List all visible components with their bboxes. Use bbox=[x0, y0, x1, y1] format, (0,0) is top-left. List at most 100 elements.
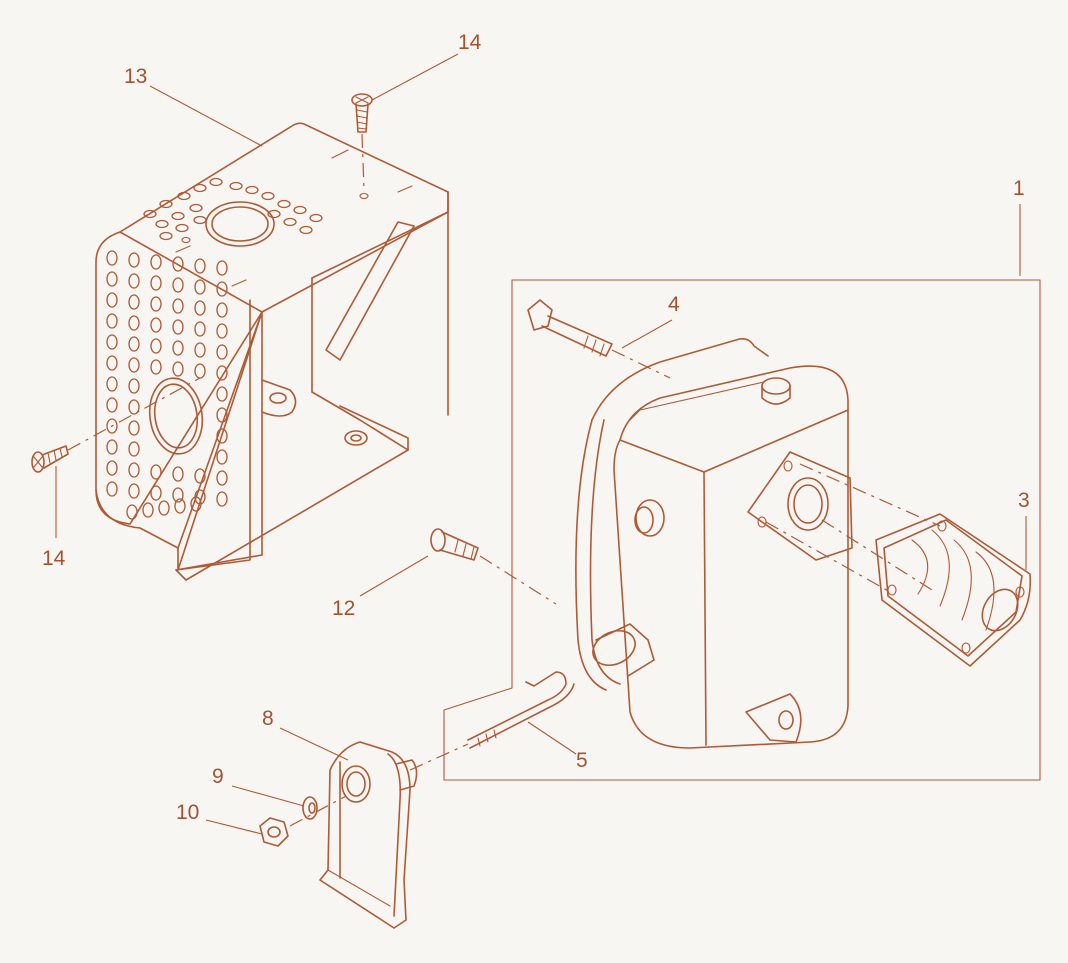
screw-part-14-top bbox=[351, 93, 373, 191]
perforation-hole bbox=[158, 500, 170, 516]
callout-14-left: 14 bbox=[42, 547, 66, 570]
perforation-hole bbox=[106, 250, 118, 266]
perforation-hole bbox=[175, 223, 189, 233]
perforation-hole bbox=[172, 256, 184, 272]
perforation-hole bbox=[194, 468, 206, 484]
bracket-part-8 bbox=[319, 741, 418, 929]
perforation-hole bbox=[106, 439, 118, 455]
muffler-body bbox=[575, 338, 853, 749]
perforation-hole bbox=[128, 378, 140, 394]
perforation-hole bbox=[216, 281, 228, 297]
perforation-hole bbox=[171, 211, 185, 221]
perforation-hole bbox=[216, 365, 228, 381]
callout-4: 4 bbox=[668, 293, 680, 316]
perforation-hole bbox=[150, 485, 162, 501]
perforation-hole bbox=[216, 302, 228, 318]
perforation-hole bbox=[193, 183, 207, 193]
perforation-hole bbox=[150, 296, 162, 312]
perforation-hole bbox=[194, 363, 206, 379]
perforation-hole bbox=[155, 219, 169, 229]
nut-part-10 bbox=[259, 817, 289, 847]
washer-part-9 bbox=[302, 796, 318, 820]
perforation-hole bbox=[277, 199, 291, 209]
bolt-part-12 bbox=[430, 528, 557, 605]
perforation-hole bbox=[143, 209, 157, 219]
callout-13: 13 bbox=[124, 65, 148, 88]
perforation-hole bbox=[216, 470, 228, 486]
perforation-hole bbox=[194, 300, 206, 316]
perforation-hole bbox=[309, 213, 323, 223]
callout-3: 3 bbox=[1018, 489, 1030, 512]
perforation-hole bbox=[128, 252, 140, 268]
perforation-hole bbox=[106, 460, 118, 476]
perforation-hole bbox=[106, 481, 118, 497]
perforation-hole bbox=[194, 279, 206, 295]
perforation-hole bbox=[128, 315, 140, 331]
perforation-hole bbox=[216, 260, 228, 276]
perforation-hole bbox=[216, 449, 228, 465]
perforation-hole bbox=[216, 386, 228, 402]
screw-part-14-left bbox=[31, 377, 201, 473]
perforation-hole bbox=[174, 498, 186, 514]
perforation-hole bbox=[209, 177, 223, 187]
perforation-hole bbox=[172, 319, 184, 335]
perforation-hole bbox=[128, 336, 140, 352]
perforation-hole bbox=[106, 397, 118, 413]
perforation-hole bbox=[106, 376, 118, 392]
perforation-hole bbox=[194, 258, 206, 274]
leader-lines bbox=[55, 53, 1027, 835]
perforation-hole bbox=[106, 292, 118, 308]
perforation-hole bbox=[229, 181, 243, 191]
perforation-hole bbox=[159, 231, 173, 241]
perforation-hole bbox=[216, 323, 228, 339]
bolt-part-4 bbox=[527, 299, 671, 379]
perforation-hole bbox=[193, 215, 207, 225]
perforation-hole bbox=[216, 344, 228, 360]
callout-10: 10 bbox=[176, 801, 200, 824]
perforation-hole bbox=[150, 338, 162, 354]
perforation-hole bbox=[150, 464, 162, 480]
perforation-hole bbox=[142, 502, 154, 518]
perforation-hole bbox=[150, 275, 162, 291]
perforation-hole bbox=[194, 321, 206, 337]
perforation-hole bbox=[172, 466, 184, 482]
perforation-hole bbox=[128, 462, 140, 478]
perforation-hole bbox=[128, 294, 140, 310]
perforation-hole bbox=[216, 407, 228, 423]
perforation-hole bbox=[172, 361, 184, 377]
perforation-hole bbox=[190, 496, 202, 512]
gasket-part-3 bbox=[875, 513, 1032, 667]
perforation-hole bbox=[150, 359, 162, 375]
callout-14-top: 14 bbox=[458, 31, 482, 54]
perforation-hole bbox=[283, 217, 297, 227]
perforation-holes bbox=[106, 177, 323, 520]
perforation-hole bbox=[172, 340, 184, 356]
perforation-hole bbox=[267, 209, 281, 219]
perforation-hole bbox=[128, 441, 140, 457]
perforation-hole bbox=[106, 418, 118, 434]
perforation-hole bbox=[177, 191, 191, 201]
perforation-hole bbox=[189, 203, 203, 213]
callout-8: 8 bbox=[262, 707, 274, 730]
callout-9: 9 bbox=[212, 765, 224, 788]
callout-5: 5 bbox=[576, 749, 588, 772]
perforation-hole bbox=[106, 271, 118, 287]
perforation-hole bbox=[128, 483, 140, 499]
perforation-hole bbox=[172, 487, 184, 503]
perforation-hole bbox=[128, 399, 140, 415]
perforation-hole bbox=[106, 355, 118, 371]
heat-shield-part-13 bbox=[95, 122, 449, 581]
perforation-hole bbox=[245, 185, 259, 195]
perforation-hole bbox=[159, 199, 173, 209]
perforation-hole bbox=[293, 205, 307, 215]
perforation-hole bbox=[172, 277, 184, 293]
perforation-hole bbox=[128, 273, 140, 289]
perforation-hole bbox=[128, 420, 140, 436]
perforation-hole bbox=[150, 254, 162, 270]
perforation-hole bbox=[261, 191, 275, 201]
callout-12: 12 bbox=[332, 597, 356, 620]
perforation-hole bbox=[172, 298, 184, 314]
perforation-hole bbox=[194, 342, 206, 358]
